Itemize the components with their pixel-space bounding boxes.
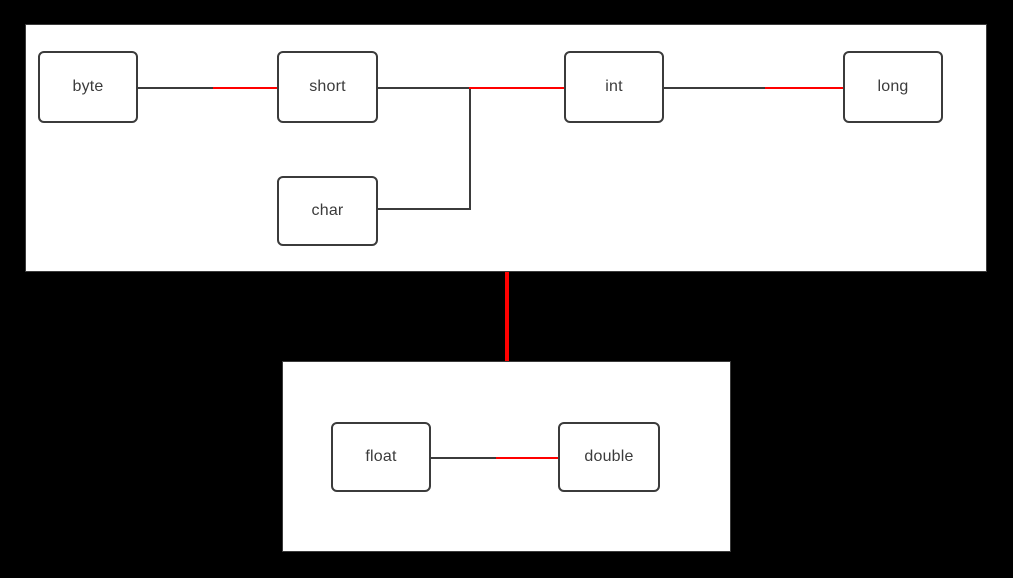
edge-short-junction-segment bbox=[378, 87, 471, 89]
edge-int-long-black-segment bbox=[664, 87, 766, 89]
node-char-label: char bbox=[311, 202, 344, 219]
node-long[interactable]: long bbox=[843, 51, 943, 123]
edge-char-junction-segment bbox=[378, 208, 471, 210]
node-byte[interactable]: byte bbox=[38, 51, 138, 123]
edge-integral-floating-red-segment bbox=[505, 272, 509, 362]
node-byte-label: byte bbox=[72, 78, 104, 95]
edge-junction-int-red-segment bbox=[469, 87, 565, 89]
edge-junction-vertical-segment bbox=[469, 87, 471, 209]
node-float-label: float bbox=[365, 448, 397, 465]
node-int-label: int bbox=[605, 78, 623, 95]
node-long-label: long bbox=[877, 78, 909, 95]
node-char[interactable]: char bbox=[277, 176, 378, 246]
edge-byte-short-black-segment bbox=[138, 87, 214, 89]
node-float[interactable]: float bbox=[331, 422, 431, 492]
node-short-label: short bbox=[309, 78, 346, 95]
edge-float-double-black-segment bbox=[431, 457, 498, 459]
edge-float-double-red-segment bbox=[496, 457, 559, 459]
node-short[interactable]: short bbox=[277, 51, 378, 123]
node-double[interactable]: double bbox=[558, 422, 660, 492]
edge-int-long-red-segment bbox=[765, 87, 844, 89]
node-int[interactable]: int bbox=[564, 51, 664, 123]
edge-byte-short-red-segment bbox=[213, 87, 278, 89]
node-double-label: double bbox=[584, 448, 634, 465]
group-panel-integral-types bbox=[25, 24, 987, 272]
